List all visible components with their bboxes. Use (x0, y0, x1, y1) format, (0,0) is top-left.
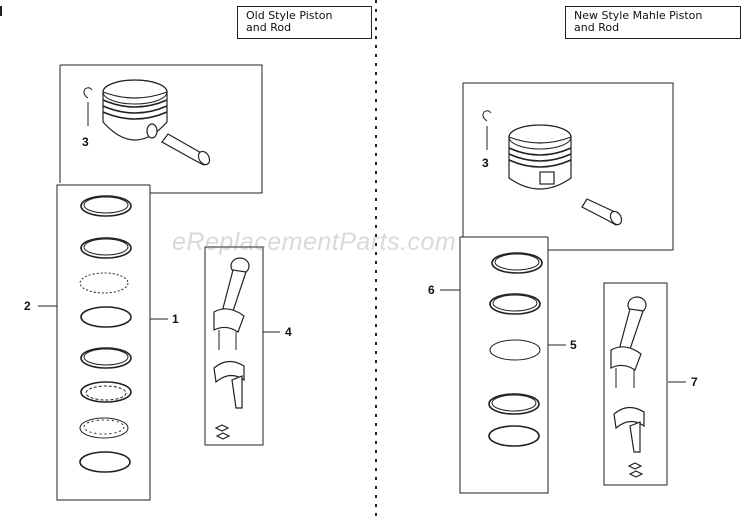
right-ring-kit-box (459, 236, 549, 494)
wrist-pin-icon-right (581, 198, 623, 226)
callout-4-left: 4 (285, 325, 292, 339)
retaining-clip-icon (83, 87, 93, 99)
mahle-piston-icon (508, 124, 572, 190)
retaining-clip-icon-right (482, 110, 492, 122)
callout-7-right: 7 (691, 375, 698, 389)
callout-2-left: 2 (24, 299, 31, 313)
wrist-pin-icon (161, 133, 211, 166)
callout-5-right: 5 (570, 338, 577, 352)
callout-3-right: 3 (482, 156, 489, 170)
old-style-ring-set-icon (79, 195, 132, 473)
left-piston-kit-box (59, 64, 263, 194)
right-rod-box (603, 282, 668, 486)
corner-mark (0, 6, 2, 16)
watermark-text: eReplacementParts.com (172, 228, 457, 256)
left-rod-box (204, 246, 264, 446)
old-style-label: Old Style Piston and Rod (237, 6, 372, 39)
right-piston-kit-box (462, 82, 674, 251)
callout-1-left: 1 (172, 312, 179, 326)
mahle-connecting-rod-icon (610, 296, 647, 478)
old-style-connecting-rod-icon (213, 257, 250, 440)
callout-6-right: 6 (428, 283, 435, 297)
old-style-piston-icon (102, 79, 168, 141)
left-ring-kit-box (56, 184, 151, 501)
mahle-ring-set-icon (488, 252, 543, 447)
new-style-label: New Style Mahle Piston and Rod (565, 6, 741, 39)
callout-3-left: 3 (82, 135, 89, 149)
